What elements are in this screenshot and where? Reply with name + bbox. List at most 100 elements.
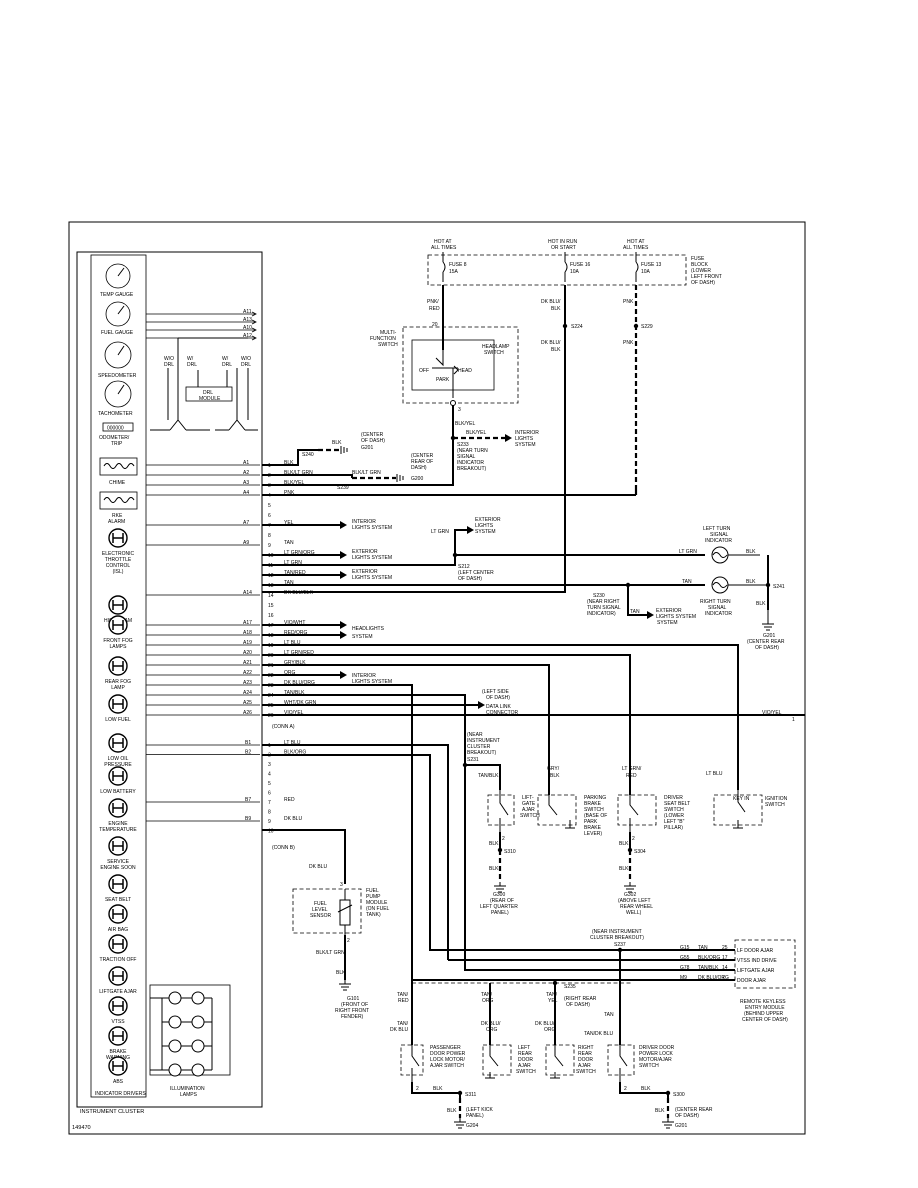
svg-text:FUEL: FUEL [366, 888, 379, 894]
svg-text:MULTI-: MULTI- [380, 330, 397, 336]
indicator-label: (ISL) [113, 569, 124, 575]
svg-text:OF DASH): OF DASH) [458, 576, 482, 582]
svg-text:ALL TIMES: ALL TIMES [623, 245, 649, 251]
rke-pin: 25 [722, 945, 728, 951]
svg-text:BLOCK: BLOCK [691, 262, 709, 268]
wire-color: RED/ORG [284, 630, 307, 636]
svg-text:ORG: ORG [486, 1027, 498, 1033]
multi-function-switch: MULTI- FUNCTION SWITCH HEADLAMP SWITCH O… [370, 326, 519, 413]
svg-text:RED: RED [398, 998, 409, 1004]
svg-text:AJAR: AJAR [578, 1063, 591, 1069]
svg-text:BLK: BLK [746, 549, 756, 555]
driver-door-switch: DRIVER DOOR POWER LOCK MOTOR/AJAR SWITCH [607, 1044, 675, 1082]
svg-text:BLK: BLK [336, 970, 346, 976]
svg-text:SYSTEM: SYSTEM [657, 620, 678, 626]
svg-text:S229: S229 [641, 324, 653, 330]
svg-text:(LEFT SIDE: (LEFT SIDE [482, 689, 510, 695]
svg-text:LEFT "B": LEFT "B" [664, 819, 685, 825]
svg-text:SWITCH: SWITCH [639, 1063, 659, 1069]
svg-text:BRAKE: BRAKE [584, 801, 602, 807]
svg-text:LEVEL: LEVEL [312, 907, 328, 913]
svg-text:G101: G101 [347, 996, 359, 1002]
svg-text:(RIGHT REAR: (RIGHT REAR [564, 996, 597, 1002]
svg-text:S300: S300 [673, 1092, 685, 1098]
rke-circuit: G15 [680, 945, 690, 951]
svg-text:OF DASH): OF DASH) [755, 645, 779, 651]
svg-text:KEY IN: KEY IN [733, 796, 750, 802]
rke-alarm: RKE ALARM [99, 491, 138, 525]
svg-text:DRL: DRL [222, 362, 232, 368]
fuse-block: FUSE BLOCK (LOWER LEFT FRONT OF DASH) HO… [427, 239, 722, 286]
svg-text:SIGNAL: SIGNAL [457, 454, 476, 460]
svg-text:000000: 000000 [107, 426, 124, 432]
passenger-door-switch: PASSENGER DOOR POWER LOCK MOTOR/ AJAR SW… [400, 1044, 466, 1082]
svg-text:S239: S239 [337, 485, 349, 491]
svg-text:2: 2 [416, 1086, 419, 1092]
svg-text:LIGHTS SYSTEM: LIGHTS SYSTEM [352, 555, 392, 561]
svg-text:SWITCH: SWITCH [664, 807, 684, 813]
svg-text:SEAT BELT: SEAT BELT [664, 801, 690, 807]
svg-text:CENTER OF DASH): CENTER OF DASH) [742, 1017, 788, 1023]
svg-text:G204: G204 [466, 1123, 478, 1129]
wire-color: BLK/LT GRN [284, 470, 313, 476]
conn-ref: A3 [243, 480, 249, 486]
svg-text:EXTERIOR: EXTERIOR [352, 549, 378, 555]
svg-text:(LOWER: (LOWER [664, 813, 684, 819]
svg-text:SIGNAL: SIGNAL [708, 605, 727, 611]
svg-text:BLK: BLK [447, 1108, 457, 1114]
svg-text:DRL: DRL [203, 390, 213, 396]
svg-text:(NEAR RIGHT: (NEAR RIGHT [587, 599, 620, 605]
conn-ref: B7 [245, 797, 251, 803]
svg-text:BREAKOUT): BREAKOUT) [457, 466, 487, 472]
svg-text:LIGHTS: LIGHTS [475, 523, 494, 529]
liftgate-ajar-switch: LIFT- GATE AJAR SWITCH [487, 790, 540, 832]
svg-text:TEMP GAUGE: TEMP GAUGE [100, 292, 134, 298]
conn-ref: A23 [243, 680, 252, 686]
indicator-lamp: LIFTGATE AJAR [99, 966, 137, 995]
svg-text:G201: G201 [763, 633, 775, 639]
wire-color: VIO/YEL [284, 710, 304, 716]
indicator-label: LAMPS [110, 644, 128, 650]
conn-ref: A7 [243, 520, 249, 526]
svg-text:BLK: BLK [433, 1086, 443, 1092]
right-rear-door-switch: RIGHT REAR DOOR AJAR SWITCH [545, 1044, 596, 1079]
svg-text:OF DASH): OF DASH) [691, 280, 715, 286]
svg-text:(ABOVE LEFT: (ABOVE LEFT [618, 898, 651, 904]
conn-a-pin: 5 [268, 503, 271, 509]
rke-circuit: M9 [680, 975, 687, 981]
svg-text:LIGHTS SYSTEM: LIGHTS SYSTEM [656, 614, 696, 620]
indicator-lamp: ABS [108, 1056, 128, 1085]
indicator-label: LOW FUEL [105, 717, 131, 723]
svg-text:PARKING: PARKING [584, 795, 606, 801]
indicator-label: LIFTGATE AJAR [99, 989, 137, 995]
conn-ref: A25 [243, 700, 252, 706]
svg-text:G302: G302 [624, 892, 636, 898]
svg-text:20: 20 [432, 322, 438, 328]
svg-text:TANK): TANK) [366, 912, 381, 918]
svg-text:TAN/DK BLU: TAN/DK BLU [584, 1031, 613, 1037]
svg-text:OR START: OR START [551, 245, 576, 251]
svg-text:CHIME: CHIME [109, 480, 126, 486]
svg-text:INTERIOR: INTERIOR [352, 519, 376, 525]
svg-text:TAN: TAN [604, 1012, 614, 1018]
indicator-label: TEMPERATURE [99, 827, 137, 833]
svg-text:BLK/YEL: BLK/YEL [466, 430, 487, 436]
rke-pin: 7 [722, 975, 725, 981]
left-rear-door-switch: LEFT REAR DOOR AJAR SWITCH [482, 1044, 536, 1079]
svg-text:DRL: DRL [187, 362, 197, 368]
rke-circuit: G78 [680, 965, 690, 971]
svg-text:FENDER): FENDER) [341, 1014, 364, 1020]
svg-text:DOOR: DOOR [578, 1057, 593, 1063]
rke-wire: DK BLU/ORG [698, 975, 729, 981]
svg-text:(LOWER: (LOWER [691, 268, 711, 274]
svg-text:SYSTEM: SYSTEM [352, 634, 373, 640]
conn-a-pin: 14 [268, 593, 274, 599]
indicator-lamp: TRACTION OFF [100, 934, 136, 963]
svg-text:(ON FUEL: (ON FUEL [366, 906, 390, 912]
svg-text:G201: G201 [361, 445, 373, 451]
svg-text:S231: S231 [467, 757, 479, 763]
svg-text:ALL TIMES: ALL TIMES [431, 245, 457, 251]
svg-text:HEAD: HEAD [458, 368, 472, 374]
